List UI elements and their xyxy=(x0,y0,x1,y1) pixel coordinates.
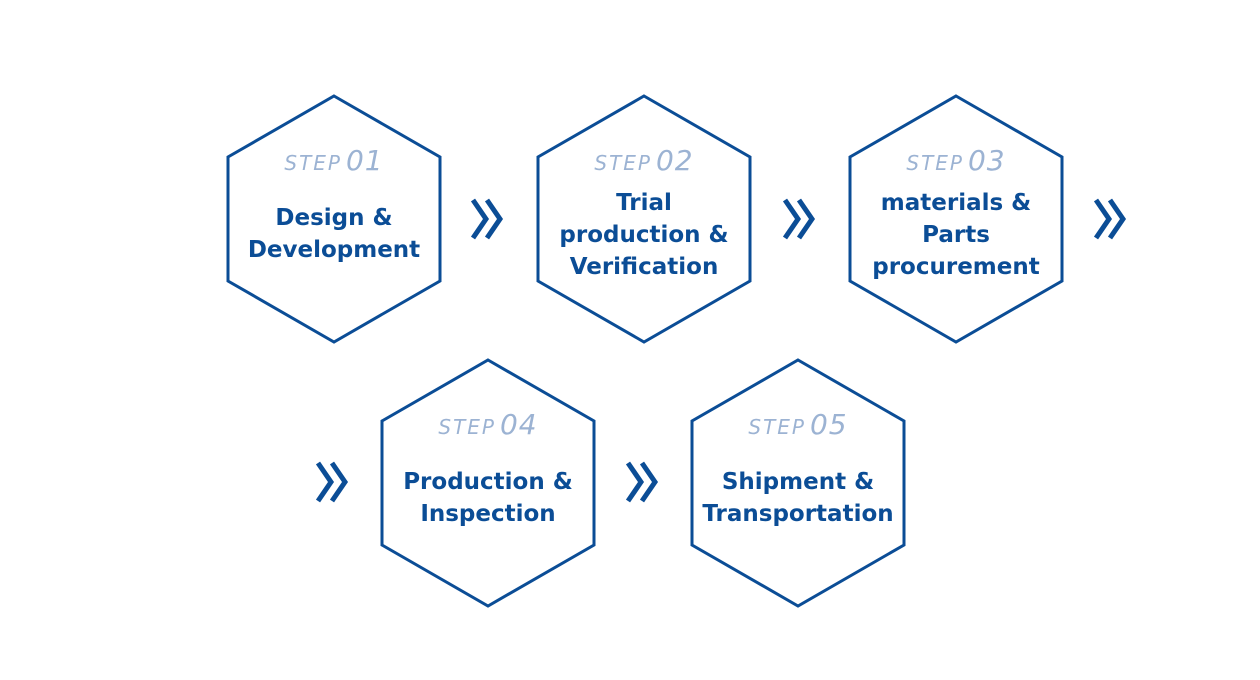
step-word: STEP xyxy=(594,151,652,175)
step-title-line: Inspection xyxy=(420,501,556,527)
step-title: materials & Parts procurement xyxy=(848,187,1064,283)
hexagon-outline xyxy=(536,94,752,344)
step-title-line: procurement xyxy=(872,254,1040,280)
step-word: STEP xyxy=(748,415,806,439)
step-title-line: Design & xyxy=(275,205,393,231)
step-title-line: Transportation xyxy=(702,501,894,527)
step-title-line: materials & xyxy=(880,190,1032,216)
step-title-line: Production & xyxy=(403,469,573,495)
step-title: Design & Development xyxy=(226,202,442,266)
double-chevron-right-icon xyxy=(782,197,818,241)
hexagon-outline xyxy=(690,358,906,608)
hexagon-outline xyxy=(226,94,442,344)
step-title-line: Verification xyxy=(569,254,719,280)
hexagon-outline xyxy=(848,94,1064,344)
step-number: 02 xyxy=(655,144,694,177)
step-word: STEP xyxy=(438,415,496,439)
step-title-line: production & xyxy=(559,222,729,248)
step-title-line: Development xyxy=(247,237,421,263)
step-number: 03 xyxy=(967,144,1006,177)
double-chevron-right-icon xyxy=(625,460,661,504)
step-word: STEP xyxy=(284,151,342,175)
double-chevron-right-icon xyxy=(315,460,351,504)
step-title: Production & Inspection xyxy=(380,466,596,530)
step-title: Shipment & Transportation xyxy=(690,466,906,530)
step-title-line: Parts xyxy=(922,222,990,248)
step-number: 04 xyxy=(499,408,538,441)
double-chevron-right-icon xyxy=(1093,197,1129,241)
step-number: 01 xyxy=(345,144,384,177)
hexagon-outline xyxy=(380,358,596,608)
step-number: 05 xyxy=(809,408,848,441)
double-chevron-right-icon xyxy=(470,197,506,241)
step-title-line: Shipment & xyxy=(721,469,875,495)
step-title-line: Trial xyxy=(616,190,672,216)
step-word: STEP xyxy=(906,151,964,175)
step-title: Trial production & Verification xyxy=(536,187,752,283)
